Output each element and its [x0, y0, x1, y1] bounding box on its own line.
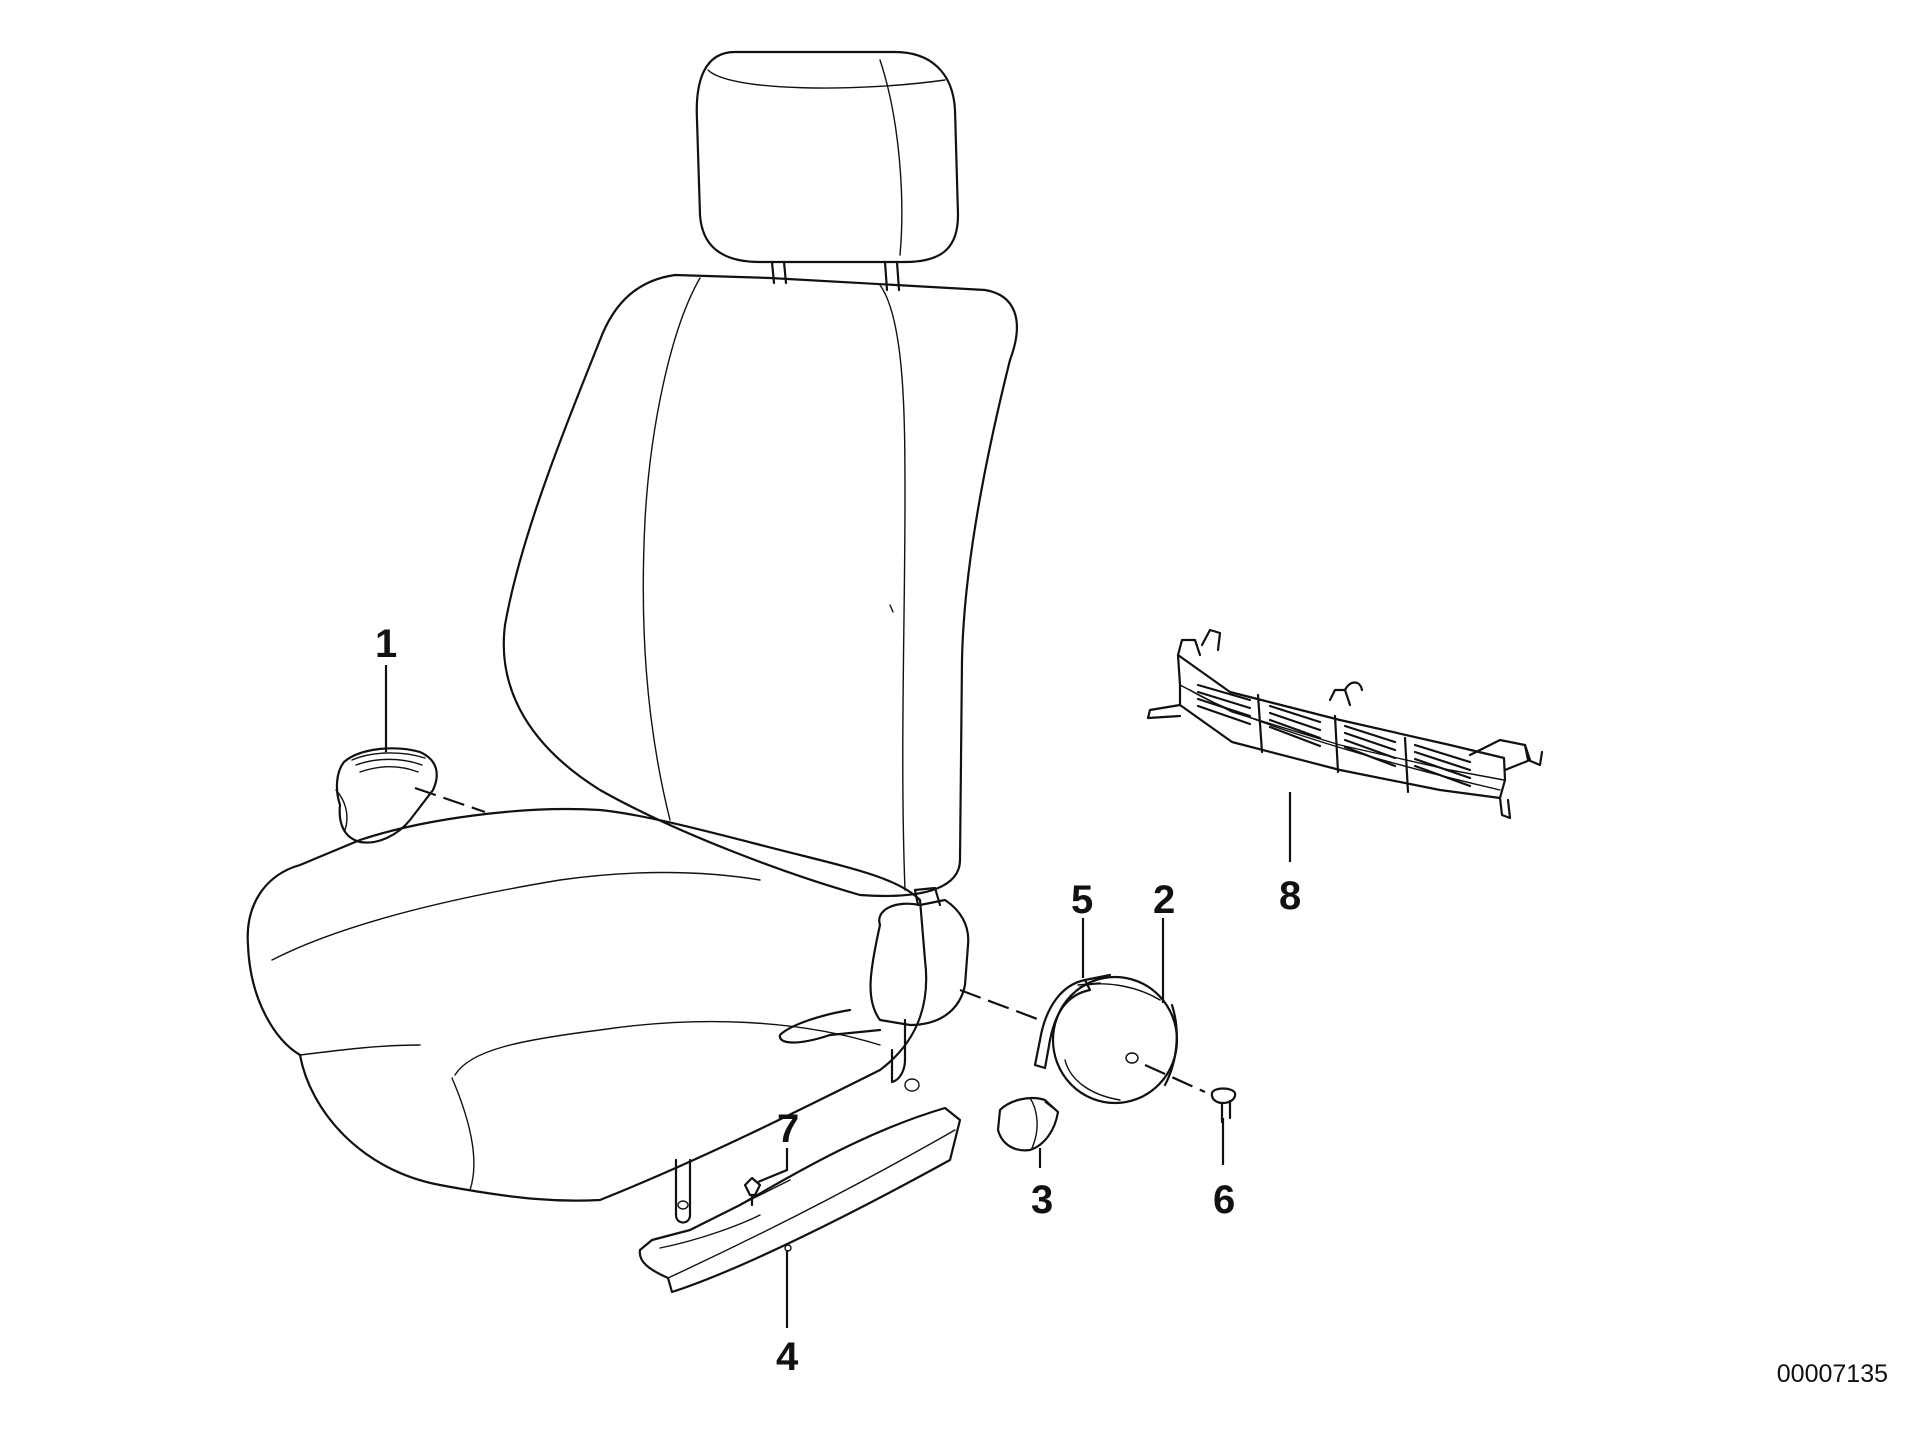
- part-5-trim-ring: [1033, 973, 1112, 1070]
- callout-7: 7: [777, 1107, 799, 1151]
- part-4-side-rail-trim: [638, 1106, 962, 1294]
- part-3-small-cap: [996, 1096, 1060, 1152]
- headrest: [695, 50, 960, 292]
- callout-6: 6: [1213, 1178, 1235, 1222]
- recline-hinge: [778, 886, 970, 1092]
- seat-illustration: [246, 50, 1018, 1224]
- backrest: [502, 273, 1018, 897]
- part-2-hinge-cover: [1051, 975, 1179, 1105]
- assembly-line-6: [1144, 1063, 1206, 1094]
- callout-1: 1: [375, 622, 397, 666]
- callout-2: 2: [1153, 878, 1175, 922]
- callout-3: 3: [1031, 1178, 1053, 1222]
- leader-7: [757, 1148, 789, 1184]
- part-7-clip: [743, 1176, 762, 1207]
- callout-4: 4: [776, 1335, 799, 1379]
- callout-5: 5: [1071, 878, 1093, 922]
- seat-cushion: [246, 807, 928, 1202]
- document-number: 00007135: [1777, 1360, 1888, 1388]
- assembly-line-1: [414, 786, 486, 814]
- part-6-screw: [1210, 1087, 1237, 1124]
- callout-8: 8: [1279, 874, 1301, 918]
- assembly-line-2: [959, 988, 1041, 1022]
- part-8-vent-grille: [1146, 628, 1544, 820]
- part-1-cover-cap: [335, 747, 438, 844]
